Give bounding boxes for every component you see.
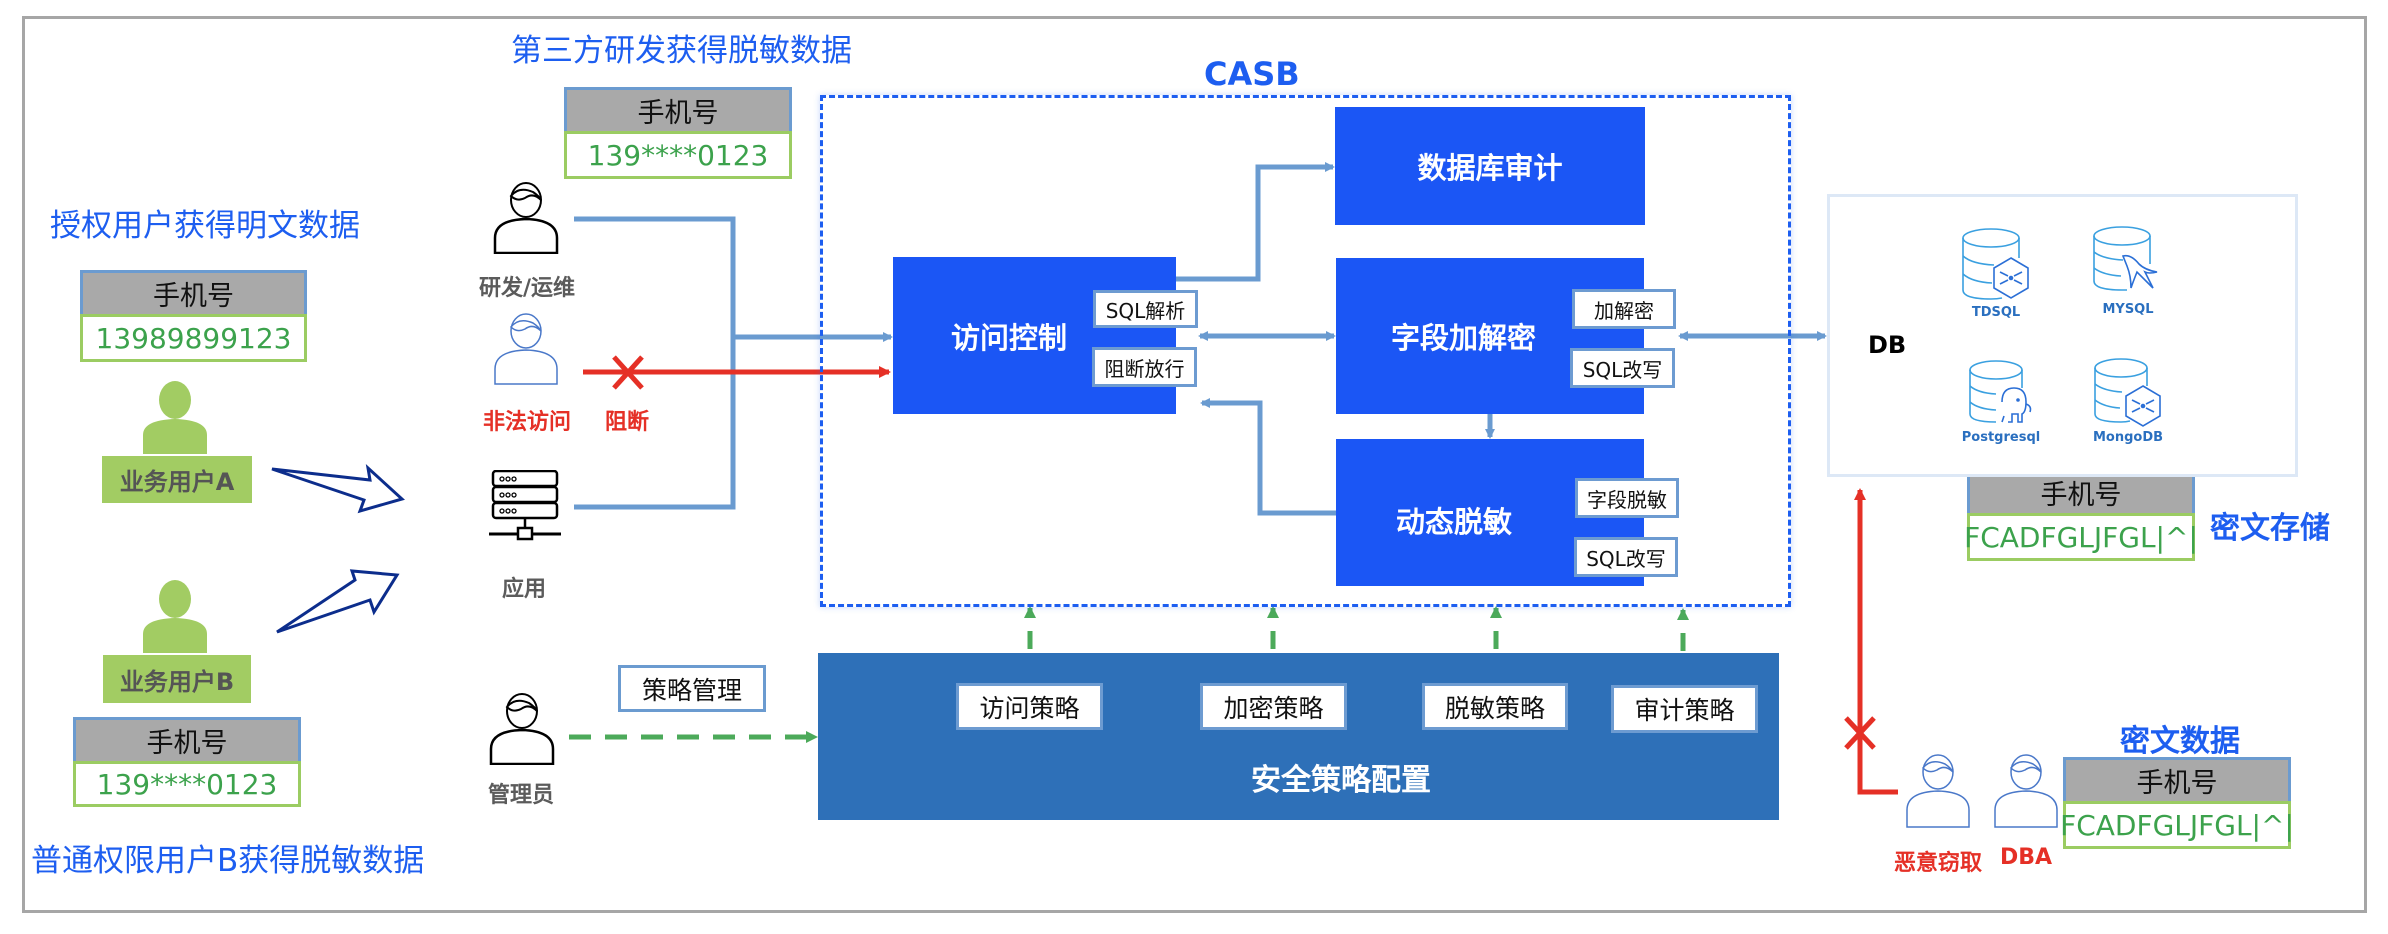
diagram-frame xyxy=(22,16,2367,913)
illegal-access-label: 非法访问 xyxy=(482,410,572,435)
mongodb-db-icon xyxy=(2094,358,2161,427)
casb-title: CASB xyxy=(1204,55,1300,93)
casb-boundary xyxy=(820,95,1791,607)
user-b-phone-table: 手机号 139****0123 xyxy=(73,717,301,807)
business-user-b-label: 业务用户B xyxy=(103,655,251,703)
devops-person-icon xyxy=(493,182,559,254)
encrypt-decrypt-tag: 加解密 xyxy=(1572,289,1676,329)
db-audit-label: 数据库审计 xyxy=(1417,151,1563,185)
audit-policy-tag: 审计策略 xyxy=(1611,685,1758,733)
security-policy-panel xyxy=(818,653,1779,820)
phone-table-header: 手机号 xyxy=(2063,757,2291,801)
db-audit-module: 数据库审计 xyxy=(1335,107,1645,225)
user-a-arrow-icon xyxy=(271,463,405,514)
sql-rewrite-tag: SQL改写 xyxy=(1570,348,1675,388)
access-control-module: 访问控制 xyxy=(893,257,1176,414)
field-encryption-module: 字段加解密 xyxy=(1336,258,1644,414)
phone-table-value: 139****0123 xyxy=(564,131,792,179)
dba-phone-table: 手机号 FCADFGLJFGL|^| xyxy=(2060,757,2294,849)
sql-rewrite-masking-tag: SQL改写 xyxy=(1574,537,1678,577)
security-policy-title: 安全策略配置 xyxy=(1251,763,1431,798)
encryption-policy-tag: 加密策略 xyxy=(1200,683,1347,730)
application-server-icon xyxy=(489,470,561,541)
mysql-label: MYSQL xyxy=(2102,302,2154,317)
dba-theft-connector xyxy=(1854,488,1898,795)
access-control-label: 访问控制 xyxy=(951,320,1068,355)
cipher-data-title: 密文数据 xyxy=(2120,724,2240,759)
dynamic-masking-label: 动态脱敏 xyxy=(1396,504,1513,539)
db-storage-phone-table: 手机号 FCADFGLJFGL|^| xyxy=(1964,468,2198,561)
tdsql-db-icon xyxy=(1962,228,2029,300)
phone-table-header: 手机号 xyxy=(80,270,307,314)
mongodb-label: MongoDB xyxy=(2092,430,2164,445)
devops-label: 研发/运维 xyxy=(478,276,576,301)
third-party-title: 第三方研发获得脱敏数据 xyxy=(511,33,852,69)
access-policy-tag: 访问策略 xyxy=(956,683,1103,730)
masking-return-connector xyxy=(1200,398,1336,516)
sql-parse-tag: SQL解析 xyxy=(1093,290,1198,328)
devops-connector xyxy=(574,216,736,510)
block-x-icon xyxy=(612,355,644,390)
policy-management-box: 策略管理 xyxy=(618,665,766,712)
phone-table-value: 13989899123 xyxy=(80,314,307,362)
phone-table-header: 手机号 xyxy=(564,87,792,131)
masking-policy-tag: 脱敏策略 xyxy=(1422,683,1568,730)
business-user-a-label: 业务用户A xyxy=(102,456,252,503)
illegal-access-person-icon xyxy=(494,313,558,385)
dba-label: DBA xyxy=(1999,845,2053,870)
authorized-user-title: 授权用户获得明文数据 xyxy=(50,208,360,244)
admin-label: 管理员 xyxy=(487,783,555,808)
admin-person-icon xyxy=(489,693,555,765)
malicious-theft-label: 恶意窃取 xyxy=(1893,851,1983,876)
field-encryption-label: 字段加解密 xyxy=(1391,321,1537,355)
postgresql-db-icon xyxy=(1969,360,2032,423)
business-user-b-icon xyxy=(143,580,207,653)
authorized-phone-table: 手机号 13989899123 xyxy=(80,270,307,362)
to-audit-connector xyxy=(1176,162,1335,282)
blocked-label: 阻断 xyxy=(604,410,650,435)
malicious-person-icon xyxy=(1906,754,1970,828)
phone-table-value: FCADFGLJFGL|^| xyxy=(1964,513,2198,561)
user-b-arrow-icon xyxy=(276,569,400,634)
business-user-a-icon xyxy=(143,381,207,454)
application-label: 应用 xyxy=(501,577,547,602)
block-allow-tag: 阻断放行 xyxy=(1092,347,1197,387)
mysql-db-icon xyxy=(2093,226,2158,291)
postgresql-label: Postgresql xyxy=(1961,430,2041,445)
dba-block-x-icon xyxy=(1844,716,1876,750)
cipher-storage-label: 密文存储 xyxy=(2210,511,2330,546)
dba-person-icon xyxy=(1994,754,2058,828)
phone-table-value: 139****0123 xyxy=(73,761,301,807)
user-b-title: 普通权限用户B获得脱敏数据 xyxy=(31,843,425,879)
db-label: DB xyxy=(1868,331,1907,359)
phone-table-value: FCADFGLJFGL|^| xyxy=(2060,801,2294,849)
third-party-phone-table: 手机号 139****0123 xyxy=(564,87,792,179)
field-masking-tag: 字段脱敏 xyxy=(1575,478,1679,518)
tdsql-label: TDSQL xyxy=(1971,305,2021,320)
phone-table-header: 手机号 xyxy=(73,717,301,761)
database-box xyxy=(1827,194,2298,477)
